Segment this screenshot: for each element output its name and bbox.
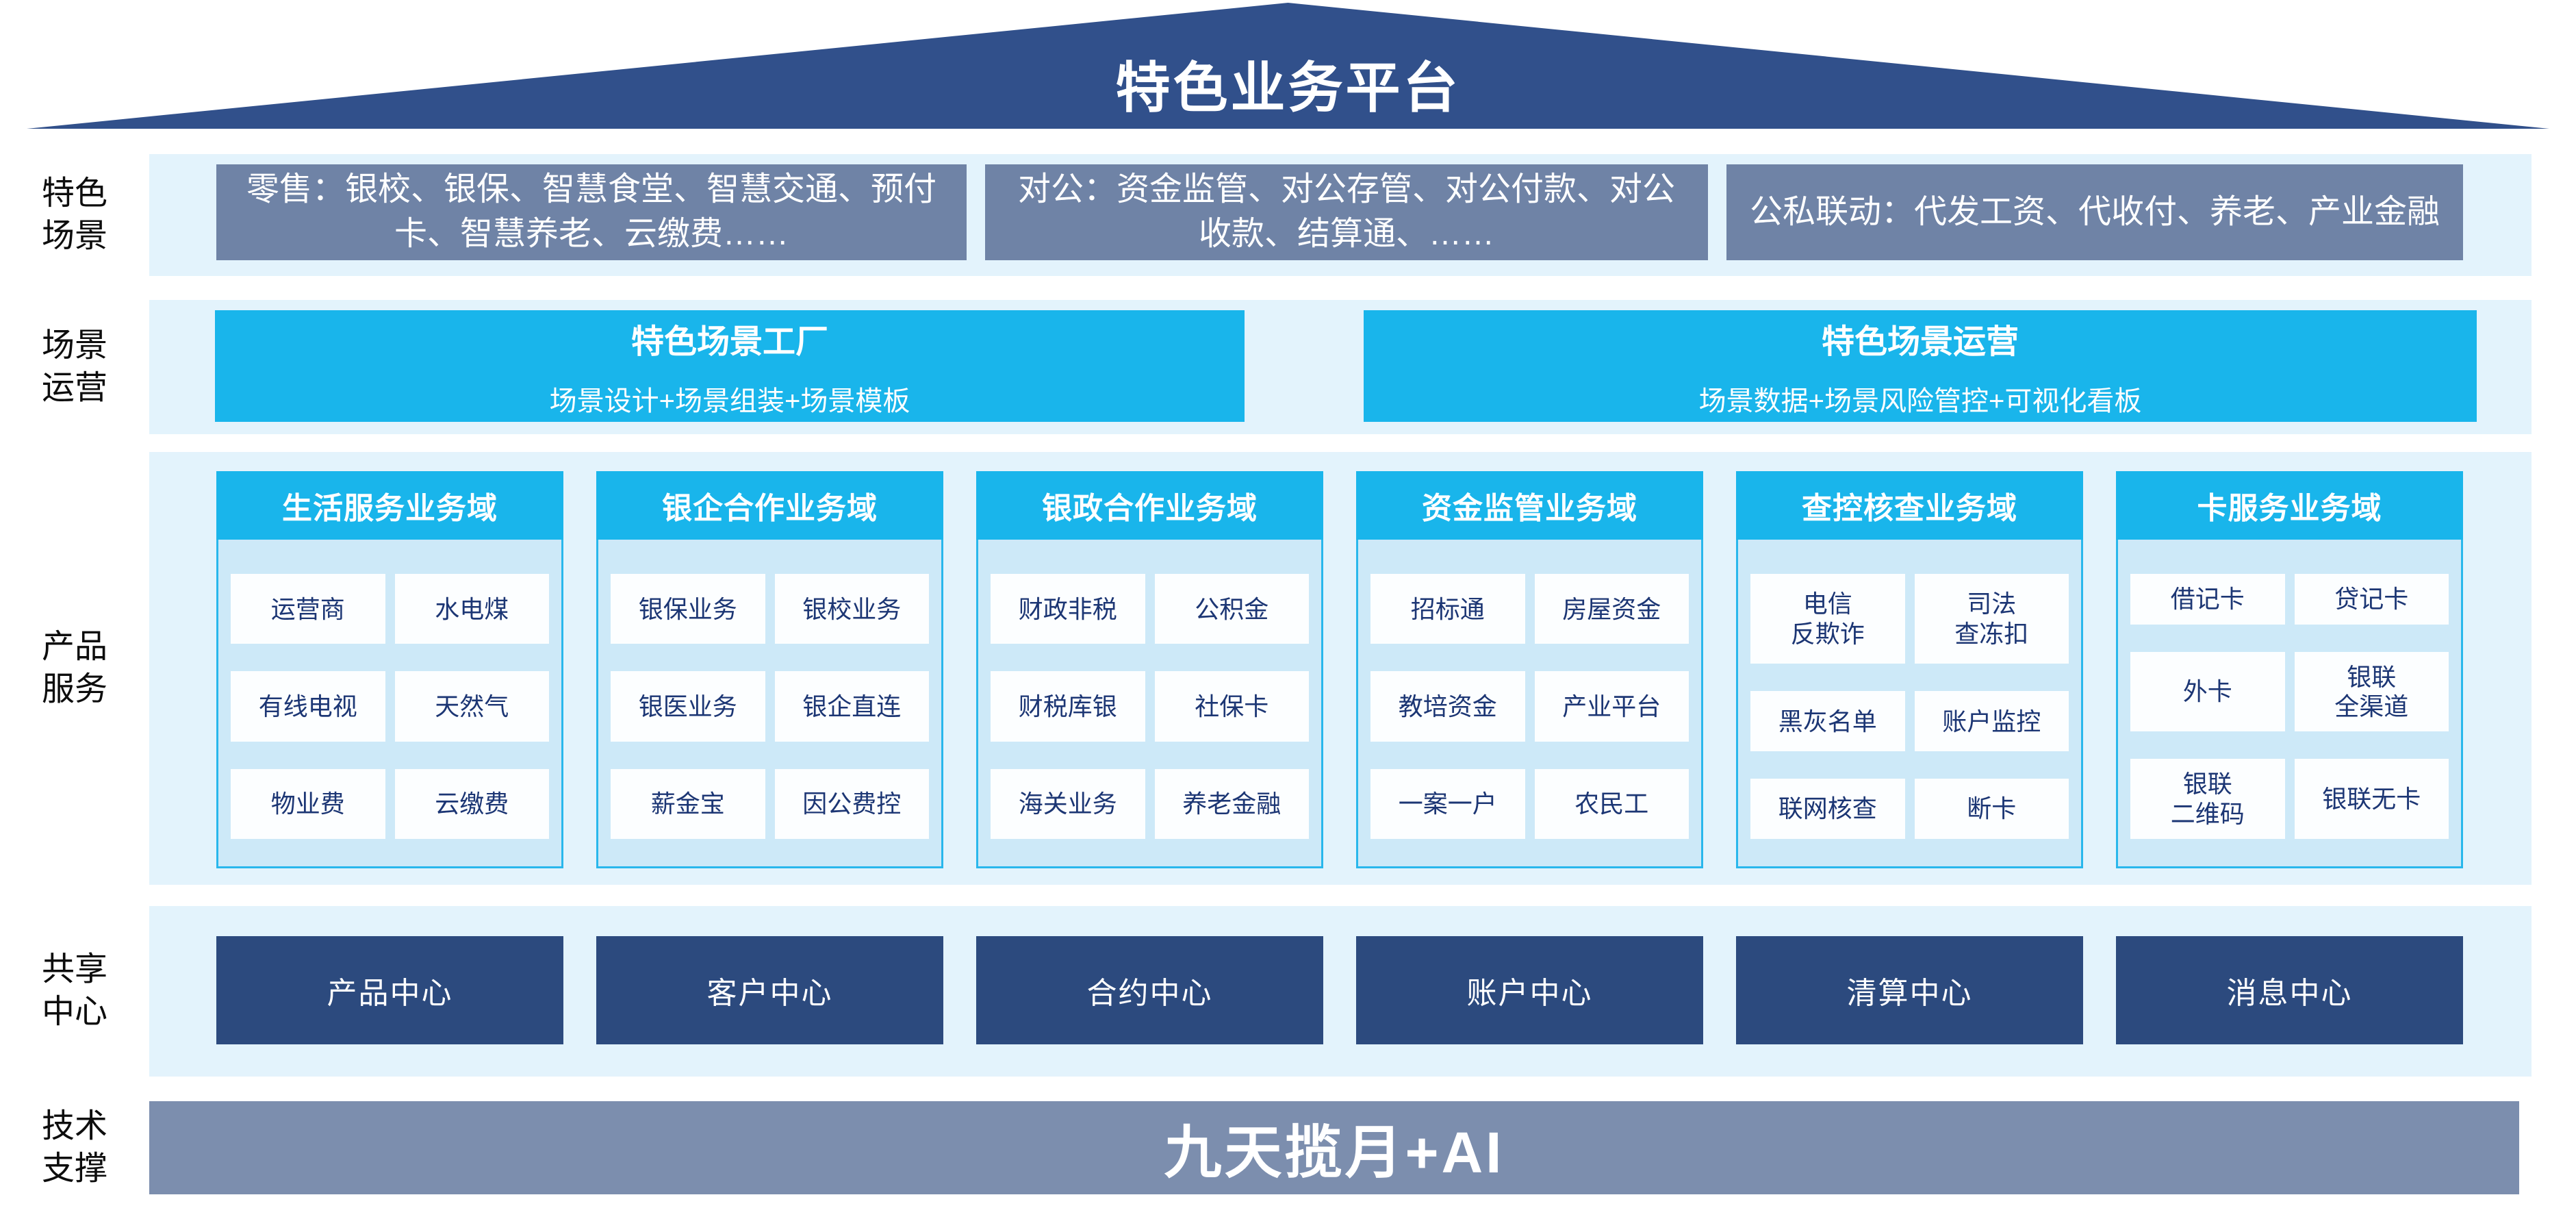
domain-cell: 物业费 [231, 768, 385, 839]
domain-cell: 薪金宝 [611, 768, 765, 839]
scene-box-corporate: 对公：资金监管、对公存管、对公付款、对公收款、结算通、…… [985, 164, 1708, 260]
scene-boxes-row: 零售：银校、银保、智慧食堂、智慧交通、预付卡、智慧养老、云缴费…… 对公：资金监… [149, 154, 2532, 260]
domain-cell: 银企直连 [774, 671, 929, 742]
domain-cell: 联网核查 [1750, 779, 1905, 839]
domain-header: 生活服务业务域 [216, 471, 563, 540]
platform-title: 特色业务平台 [1115, 58, 1461, 118]
domain-body: 招标通 房屋资金 教培资金 产业平台 一案一户 农民工 [1356, 540, 1703, 868]
shared-band: 产品中心 客户中心 合约中心 账户中心 清算中心 消息中心 [149, 906, 2532, 1077]
domain-header: 银政合作业务域 [976, 471, 1323, 540]
domain-cell: 招标通 [1370, 574, 1525, 644]
domain-cell: 养老金融 [1154, 768, 1309, 839]
domain-column-bank-government: 银政合作业务域 财政非税 公积金 财税库银 社保卡 海关业务 养老金融 [976, 471, 1323, 868]
domain-column-inquiry-control: 查控核查业务域 电信 反欺诈 司法 查冻扣 黑灰名单 账户监控 联网核查 断卡 [1736, 471, 2083, 868]
domain-cell: 天然气 [394, 671, 549, 742]
domain-header: 查控核查业务域 [1736, 471, 2083, 540]
center-boxes-row: 产品中心 客户中心 合约中心 账户中心 清算中心 消息中心 [149, 906, 2532, 1044]
domain-cell: 财税库银 [991, 671, 1145, 742]
domain-cell: 司法 查冻扣 [1914, 574, 2069, 664]
domain-body: 财政非税 公积金 财税库银 社保卡 海关业务 养老金融 [976, 540, 1323, 868]
products-band: 生活服务业务域 运营商 水电煤 有线电视 天然气 物业费 云缴费 银企合作业务域… [149, 452, 2532, 885]
scene-operation-title: 特色场景运营 [1821, 323, 2019, 360]
scene-factory-title: 特色场景工厂 [630, 323, 828, 360]
domain-cell: 银联 全渠道 [2294, 651, 2449, 732]
domain-header: 银企合作业务域 [596, 471, 943, 540]
domain-cell: 公积金 [1154, 574, 1309, 644]
operation-boxes-row: 特色场景工厂 场景设计+场景组装+场景模板 特色场景运营 场景数据+场景风险管控… [149, 300, 2532, 422]
center-box-contract: 合约中心 [976, 936, 1323, 1044]
domain-cell: 产业平台 [1534, 671, 1689, 742]
scene-operation-subtitle: 场景数据+场景风险管控+可视化看板 [1698, 386, 2142, 416]
scene-box-retail: 零售：银校、银保、智慧食堂、智慧交通、预付卡、智慧养老、云缴费…… [216, 164, 967, 260]
domain-column-bank-enterprise: 银企合作业务域 银保业务 银校业务 银医业务 银企直连 薪金宝 因公费控 [596, 471, 943, 868]
domain-column-fund-supervision: 资金监管业务域 招标通 房屋资金 教培资金 产业平台 一案一户 农民工 [1356, 471, 1703, 868]
scene-operation-box: 特色场景运营 场景数据+场景风险管控+可视化看板 [1364, 310, 2477, 422]
domain-cell: 农民工 [1534, 768, 1689, 839]
domain-body: 借记卡 贷记卡 外卡 银联 全渠道 银联 二维码 银联无卡 [2116, 540, 2463, 868]
row-label-shared: 共享 中心 [41, 951, 107, 1031]
center-box-clearing: 清算中心 [1736, 936, 2083, 1044]
domain-cell: 银校业务 [774, 574, 929, 644]
domain-cell: 借记卡 [2130, 574, 2285, 625]
domain-cell: 财政非税 [991, 574, 1145, 644]
domain-cell: 云缴费 [394, 768, 549, 839]
domain-cell: 一案一户 [1370, 768, 1525, 839]
center-box-customer: 客户中心 [596, 936, 943, 1044]
row-label-tech: 技术 支撑 [41, 1108, 107, 1187]
domain-body: 电信 反欺诈 司法 查冻扣 黑灰名单 账户监控 联网核查 断卡 [1736, 540, 2083, 868]
domain-columns-row: 生活服务业务域 运营商 水电煤 有线电视 天然气 物业费 云缴费 银企合作业务域… [149, 452, 2532, 868]
scene-factory-box: 特色场景工厂 场景设计+场景组装+场景模板 [215, 310, 1245, 422]
domain-cell: 银联无卡 [2294, 759, 2449, 839]
domain-cell: 海关业务 [991, 768, 1145, 839]
domain-body: 银保业务 银校业务 银医业务 银企直连 薪金宝 因公费控 [596, 540, 943, 868]
domain-header: 卡服务业务域 [2116, 471, 2463, 540]
row-label-operation: 场景 运营 [41, 327, 107, 407]
operation-band: 特色场景工厂 场景设计+场景组装+场景模板 特色场景运营 场景数据+场景风险管控… [149, 300, 2532, 434]
row-label-products: 产品 服务 [41, 629, 107, 708]
domain-cell: 教培资金 [1370, 671, 1525, 742]
tech-support-bar: 九天揽月+AI [149, 1101, 2519, 1194]
domain-cell: 账户监控 [1914, 691, 2069, 752]
domain-body: 运营商 水电煤 有线电视 天然气 物业费 云缴费 [216, 540, 563, 868]
platform-roof: 特色业务平台 [27, 3, 2549, 129]
domain-cell: 银联 二维码 [2130, 759, 2285, 839]
domain-cell: 黑灰名单 [1750, 691, 1905, 752]
domain-cell: 房屋资金 [1534, 574, 1689, 644]
domain-cell: 银医业务 [611, 671, 765, 742]
domain-cell: 贷记卡 [2294, 574, 2449, 625]
center-box-product: 产品中心 [216, 936, 563, 1044]
domain-column-card-services: 卡服务业务域 借记卡 贷记卡 外卡 银联 全渠道 银联 二维码 银联无卡 [2116, 471, 2463, 868]
row-label-scenes: 特色 场景 [41, 175, 107, 255]
scene-box-public-private: 公私联动：代发工资、代收付、养老、产业金融 [1726, 164, 2463, 260]
domain-header: 资金监管业务域 [1356, 471, 1703, 540]
domain-cell: 有线电视 [231, 671, 385, 742]
domain-cell: 电信 反欺诈 [1750, 574, 1905, 664]
domain-cell: 断卡 [1914, 779, 2069, 839]
domain-cell: 社保卡 [1154, 671, 1309, 742]
domain-cell: 运营商 [231, 574, 385, 644]
center-box-message: 消息中心 [2116, 936, 2463, 1044]
domain-cell: 外卡 [2130, 651, 2285, 732]
scene-factory-subtitle: 场景设计+场景组装+场景模板 [549, 386, 910, 416]
domain-cell: 银保业务 [611, 574, 765, 644]
domain-cell: 水电煤 [394, 574, 549, 644]
domain-cell: 因公费控 [774, 768, 929, 839]
scenes-band: 零售：银校、银保、智慧食堂、智慧交通、预付卡、智慧养老、云缴费…… 对公：资金监… [149, 154, 2532, 276]
domain-column-life-services: 生活服务业务域 运营商 水电煤 有线电视 天然气 物业费 云缴费 [216, 471, 563, 868]
center-box-account: 账户中心 [1356, 936, 1703, 1044]
